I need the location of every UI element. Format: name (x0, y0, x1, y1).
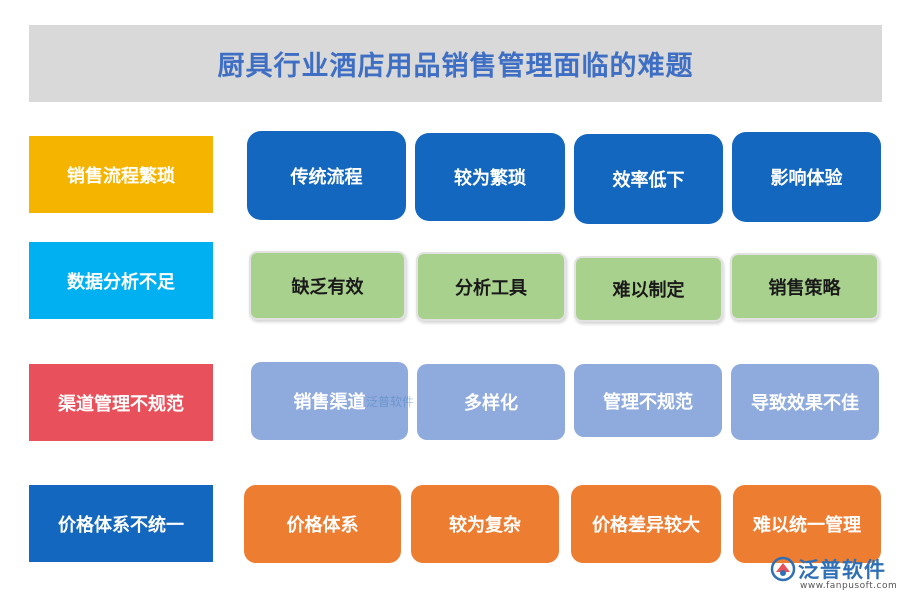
issue-box: 难以统一管理 (733, 485, 881, 563)
issue-box: 效率低下 (574, 134, 723, 224)
issue-box: 导致效果不佳 (731, 364, 879, 440)
issue-box: 多样化 (417, 364, 565, 440)
issue-box: 难以制定 (574, 256, 723, 322)
issue-box: 较为繁琐 (415, 133, 565, 221)
logo-mark-icon (770, 556, 796, 582)
title-banner: 厨具行业酒店用品销售管理面临的难题 (29, 25, 882, 102)
issue-box: 销售渠道 (251, 362, 408, 440)
brand-logo: 泛普软件 www.fanpusoft.com (770, 552, 898, 597)
logo-url: www.fanpusoft.com (800, 581, 898, 591)
watermark: 泛普软件 (366, 395, 415, 409)
issue-box: 销售策略 (730, 253, 879, 320)
issue-box: 价格体系 (244, 485, 401, 563)
issue-box: 管理不规范 (574, 364, 722, 437)
category-channel-management: 渠道管理不规范 (29, 364, 213, 441)
logo-name: 泛普软件 (798, 558, 886, 582)
issue-box: 较为复杂 (411, 485, 559, 563)
issue-box: 分析工具 (416, 252, 566, 321)
issue-box: 传统流程 (247, 131, 406, 220)
issue-box: 缺乏有效 (249, 251, 406, 320)
diagram-title: 厨具行业酒店用品销售管理面临的难题 (217, 51, 694, 82)
issue-box: 价格差异较大 (571, 485, 721, 563)
issue-box: 影响体验 (732, 132, 881, 222)
category-data-analysis: 数据分析不足 (29, 242, 213, 319)
category-price-system: 价格体系不统一 (29, 485, 213, 562)
category-sales-process: 销售流程繁琐 (29, 136, 213, 213)
